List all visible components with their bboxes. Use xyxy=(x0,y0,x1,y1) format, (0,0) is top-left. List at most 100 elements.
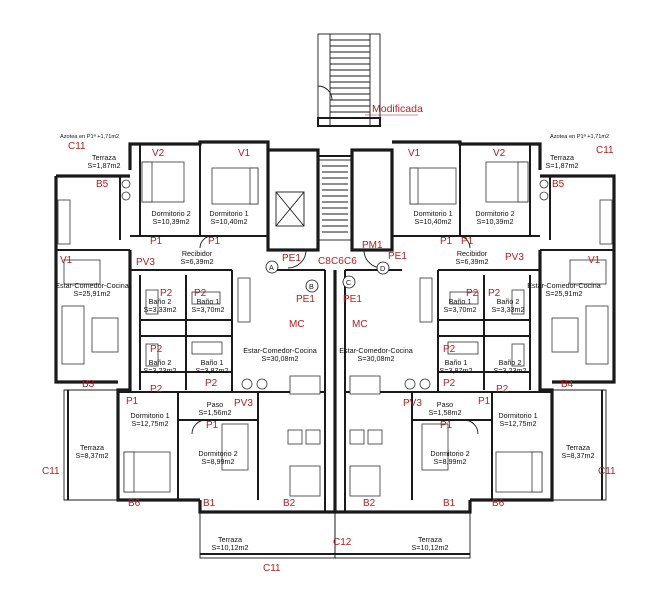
room-area-bano2-left-b: S=3,23m2 xyxy=(144,366,177,375)
room-name-bano2-left-b: Baño 2 xyxy=(149,358,172,367)
room-name-terraza-bottom-right: Terraza xyxy=(418,535,442,544)
room-name-terraza-top-left: Terraza xyxy=(92,153,116,162)
room-name-paso-left: Paso xyxy=(207,400,223,409)
room-area-terraza-bottom-left: S=10,12m2 xyxy=(212,543,249,552)
room-area-bano2-right-a: S=3,33m2 xyxy=(492,305,525,314)
code-label-b6: B6 xyxy=(128,498,141,509)
room-name-dormitorio2-bottom-right: Dormitorio 2 xyxy=(430,449,469,458)
room-area-bano1-right-a: S=3,70m2 xyxy=(444,305,477,314)
marker-d: D xyxy=(380,264,385,273)
code-label-v1: V1 xyxy=(408,148,421,159)
code-label-c6: C6 xyxy=(344,256,357,267)
code-label-p2: P2 xyxy=(150,344,163,355)
room-name-estar-center-right: Estar-Comedor-Cocina xyxy=(339,346,413,355)
modificada-note: Modificada xyxy=(372,103,423,115)
furniture xyxy=(57,161,613,497)
room-area-dormitorio1-bottom-left: S=12,75m2 xyxy=(132,419,169,428)
room-area-dormitorio2-bottom-left: S=8,99m2 xyxy=(202,457,235,466)
code-label-p1: P1 xyxy=(478,396,491,407)
code-label-mc: MC xyxy=(352,319,368,330)
room-area-dormitorio1-bottom-right: S=12,75m2 xyxy=(500,419,537,428)
code-label-b2: B2 xyxy=(283,498,296,509)
room-name-recibidor-right: Recibidor xyxy=(457,249,488,258)
room-area-recibidor-right: S=6,39m2 xyxy=(456,257,489,266)
code-label-pe1: PE1 xyxy=(388,251,407,262)
room-name-dormitorio1-top-right: Dormitorio 1 xyxy=(413,209,452,218)
room-name-dormitorio2-top-right: Dormitorio 2 xyxy=(475,209,514,218)
marker-b: B xyxy=(309,282,314,291)
marker-a: A xyxy=(269,263,274,272)
code-label-p2: P2 xyxy=(160,288,173,299)
room-area-paso-right: S=1,58m2 xyxy=(429,408,462,417)
room-area-dormitorio1-top-right: S=10,40m2 xyxy=(415,217,452,226)
room-name-bano2-right-b: Baño 2 xyxy=(499,358,522,367)
room-area-estar-left: S=25,91m2 xyxy=(74,289,111,298)
code-label-p2: P2 xyxy=(150,384,163,395)
room-area-bano1-right-b: S=3,87m2 xyxy=(440,366,473,375)
room-area-dormitorio2-top-right: S=10,39m2 xyxy=(477,217,514,226)
code-label-c11: C11 xyxy=(263,563,281,574)
room-area-estar-right: S=25,91m2 xyxy=(546,289,583,298)
code-label-v2: V2 xyxy=(493,148,506,159)
room-name-estar-center-left: Estar-Comedor-Cocina xyxy=(243,346,317,355)
interior-walls-right xyxy=(345,144,614,500)
room-area-estar-center-left: S=30,08m2 xyxy=(262,354,299,363)
room-area-estar-center-right: S=30,08m2 xyxy=(358,354,395,363)
code-label-p2: P2 xyxy=(496,384,509,395)
code-label-p1: P1 xyxy=(208,236,221,247)
room-area-dormitorio2-top-left: S=10,39m2 xyxy=(153,217,190,226)
room-area-bano2-left-a: S=3,33m2 xyxy=(144,305,177,314)
code-label-c11: C11 xyxy=(42,466,60,477)
room-name-bano1-left-b: Baño 1 xyxy=(201,358,224,367)
code-label-c11: C11 xyxy=(68,141,86,152)
room-area-dormitorio1-top-left: S=10,40m2 xyxy=(211,217,248,226)
room-name-dormitorio1-top-left: Dormitorio 1 xyxy=(209,209,248,218)
room-area-terraza-side-right: S=8,37m2 xyxy=(562,451,595,460)
code-label-p1: P1 xyxy=(440,420,453,431)
code-label-p2: P2 xyxy=(205,378,218,389)
marker-c: C xyxy=(346,278,351,287)
room-area-bano1-left-b: S=3,87m2 xyxy=(196,366,229,375)
code-label-b1: B1 xyxy=(203,498,216,509)
code-label-p2: P2 xyxy=(466,288,479,299)
room-name-bano1-right-a: Baño 1 xyxy=(449,297,472,306)
room-area-terraza-top-left: S=1,87m2 xyxy=(88,161,121,170)
code-label-p2: P2 xyxy=(443,344,456,355)
code-label-p2: P2 xyxy=(194,288,207,299)
code-label-b3: B3 xyxy=(82,379,95,390)
code-label-pe1: PE1 xyxy=(282,253,301,264)
code-label-pv3: PV3 xyxy=(403,398,422,409)
room-name-recibidor-left: Recibidor xyxy=(182,249,213,258)
code-label-v2: V2 xyxy=(152,148,165,159)
building-outline xyxy=(54,140,616,559)
room-name-dormitorio1-bottom-right: Dormitorio 1 xyxy=(498,411,537,420)
code-label-c6: C6 xyxy=(331,256,344,267)
section-markers: A B C D xyxy=(265,260,390,293)
code-label-p2: P2 xyxy=(488,288,501,299)
code-label-pv3: PV3 xyxy=(505,252,524,263)
room-name-terraza-top-right: Terraza xyxy=(550,153,574,162)
code-label-p1: P1 xyxy=(126,396,139,407)
code-label-mc: MC xyxy=(289,319,305,330)
code-label-c8: C8 xyxy=(318,256,331,267)
room-area-dormitorio2-bottom-right: S=8,99m2 xyxy=(434,457,467,466)
room-area-terraza-bottom-right: S=10,12m2 xyxy=(412,543,449,552)
code-label-b2: B2 xyxy=(363,498,376,509)
azotea-note-left: Azotea en P1ª +1,71m2 xyxy=(60,133,119,140)
stair-core-top xyxy=(317,33,381,127)
room-area-recibidor-left: S=6,39m2 xyxy=(181,257,214,266)
room-area-paso-left: S=1,56m2 xyxy=(199,408,232,417)
code-label-c11: C11 xyxy=(596,145,614,156)
code-label-p2: P2 xyxy=(443,378,456,389)
room-name-bano2-left-a: Baño 2 xyxy=(149,297,172,306)
room-area-bano2-right-b: S=3,23m2 xyxy=(494,366,527,375)
code-label-v1: V1 xyxy=(588,255,601,266)
code-label-b4: B4 xyxy=(561,379,574,390)
code-label-v1: V1 xyxy=(60,255,73,266)
stair-core-center xyxy=(275,159,353,241)
room-name-bano2-right-a: Baño 2 xyxy=(497,297,520,306)
code-label-p1: P1 xyxy=(440,236,453,247)
